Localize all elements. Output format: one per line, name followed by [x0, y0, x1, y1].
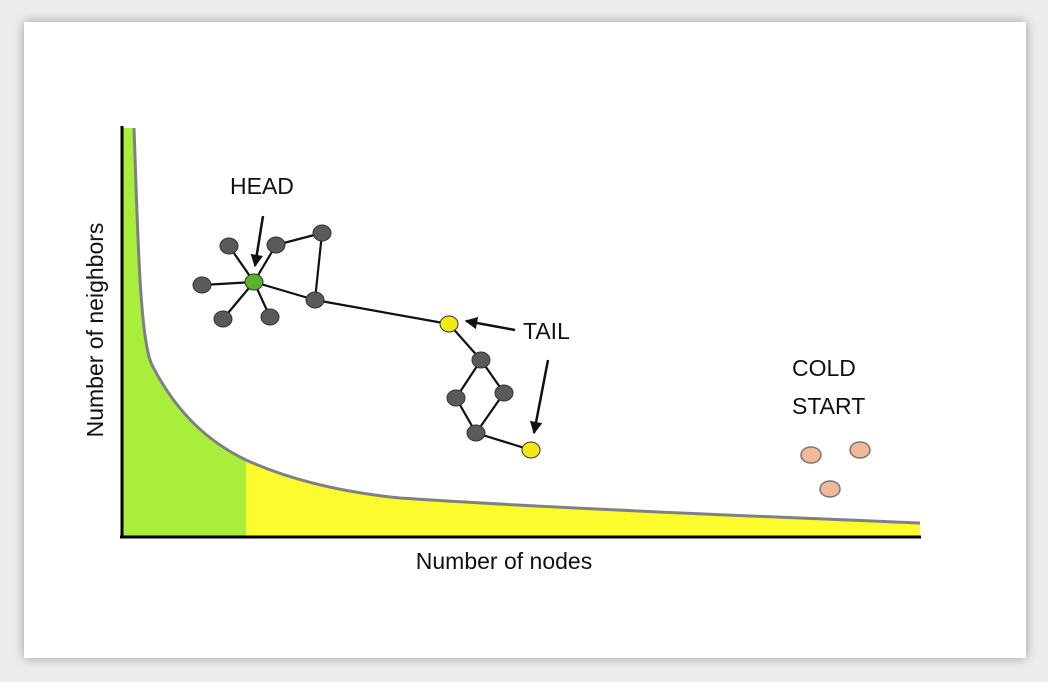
- graph-node: [312, 224, 332, 242]
- graph-node: [446, 389, 466, 407]
- graph-node: [219, 237, 239, 255]
- graph-node: [260, 308, 280, 326]
- tail-node: [439, 315, 459, 333]
- head-arrow: [250, 215, 265, 268]
- cold-label-line1: COLD: [792, 355, 856, 381]
- graph-node: [192, 276, 212, 294]
- figure-card: [24, 22, 1026, 658]
- graph-node: [466, 424, 486, 442]
- cold-start-nodes: [800, 441, 871, 498]
- head-node: [244, 273, 264, 291]
- cold-start-node: [819, 480, 841, 498]
- tail-label: TAIL: [523, 318, 570, 344]
- cold-start-node: [800, 446, 822, 464]
- graph-nodes: [192, 224, 541, 459]
- graph-node: [213, 310, 233, 328]
- y-axis-label: Number of neighbors: [82, 223, 108, 438]
- tail-arrow-upper: [464, 316, 516, 332]
- graph-node: [305, 291, 325, 309]
- tail-arrow-lower: [529, 359, 550, 435]
- tail-node: [521, 441, 541, 459]
- graph-edges: [201, 231, 532, 452]
- long-tail-curve: [132, 127, 921, 525]
- cold-label-line2: START: [792, 393, 865, 419]
- graph-node: [471, 351, 491, 369]
- tail-region-fill: [246, 460, 920, 536]
- graph-node: [266, 236, 286, 254]
- head-label: HEAD: [230, 173, 294, 199]
- head-region-fill: [122, 128, 246, 536]
- graph-node: [494, 384, 514, 402]
- x-axis-label: Number of nodes: [416, 548, 592, 574]
- cold-start-node: [849, 441, 871, 459]
